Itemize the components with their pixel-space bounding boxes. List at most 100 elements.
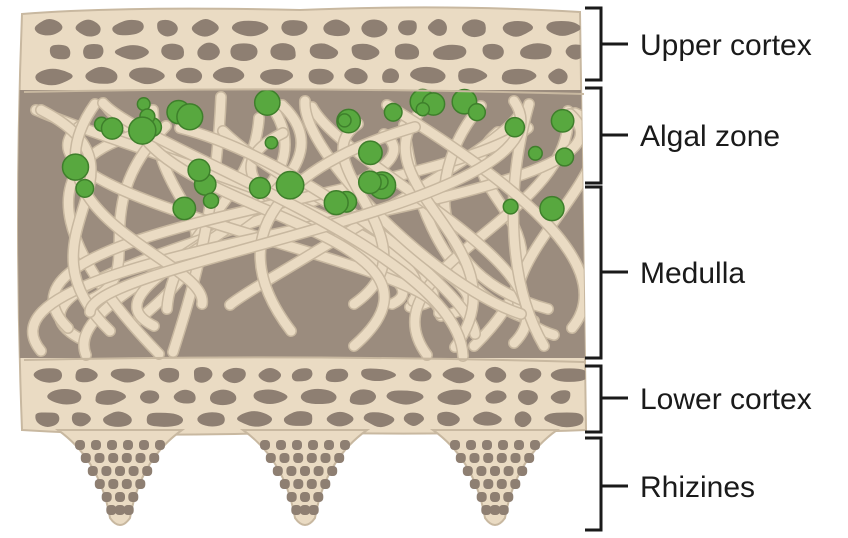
rhizine-cell: [511, 453, 521, 463]
bracket-medulla: Medulla: [585, 187, 745, 358]
algal-cell: [529, 147, 543, 161]
rhizine-cell: [122, 479, 132, 489]
rhizine-cell: [524, 453, 534, 463]
algal-cell: [204, 193, 219, 208]
rhizine-cell: [514, 440, 524, 450]
rhizine-cell: [124, 505, 134, 515]
algal-cell: [177, 104, 203, 130]
rhizine-cell: [108, 453, 118, 463]
lower-cortex-cell: [147, 413, 183, 427]
algal-cell: [76, 180, 94, 198]
rhizine-cell: [115, 492, 125, 502]
rhizine-cell: [309, 505, 319, 515]
rhizine: [433, 430, 557, 525]
rhizine-cell: [530, 440, 540, 450]
algal-cell: [129, 117, 156, 144]
algal-cell: [188, 159, 210, 181]
rhizine-cell: [334, 453, 344, 463]
rhizine-cell: [123, 440, 133, 450]
bracket-upper-cortex: Upper cortex: [585, 8, 812, 80]
rhizine-cell: [499, 505, 509, 515]
algal-cell: [255, 90, 280, 115]
algal-cell: [503, 199, 518, 214]
algal-cell: [102, 118, 123, 139]
rhizine-cell: [139, 440, 149, 450]
rhizine-cell: [504, 466, 514, 476]
algal-cell: [63, 154, 89, 180]
label-upper-cortex: Upper cortex: [640, 29, 812, 62]
rhizine-cell: [115, 466, 125, 476]
label-medulla: Medulla: [640, 257, 745, 290]
rhizine-cell: [91, 440, 101, 450]
label-algal-zone: Algal zone: [640, 120, 780, 153]
algal-cell: [384, 104, 402, 122]
algal-cell: [505, 118, 524, 137]
rhizine-cell: [307, 453, 317, 463]
rhizine-cell: [466, 440, 476, 450]
rhizine-cell: [102, 492, 112, 502]
rhizine-cell: [300, 466, 310, 476]
rhizine-cell: [149, 453, 159, 463]
rhizine-cell: [286, 466, 296, 476]
upper-cortex-cell: [230, 43, 257, 61]
rhizine-cell: [280, 453, 290, 463]
rhizine-cell: [260, 440, 270, 450]
rhizine-cell: [308, 440, 318, 450]
label-rhizines: Rhizines: [640, 471, 755, 504]
algal-cell: [250, 178, 271, 199]
rhizine-cell: [115, 505, 125, 515]
algal-cell: [324, 191, 348, 215]
rhizine-cell: [136, 453, 146, 463]
rhizine-cell: [503, 492, 513, 502]
algal-cell: [338, 114, 351, 127]
rhizine-cell: [481, 505, 491, 515]
algal-cell: [551, 110, 573, 132]
algal-cell: [173, 197, 195, 219]
rhizine-cell: [155, 440, 165, 450]
algal-cell: [469, 104, 486, 121]
lichen-thallus: [16, 7, 601, 434]
rhizine-cell: [463, 466, 473, 476]
bracket-lower-cortex: Lower cortex: [585, 366, 812, 432]
rhizine-cell: [266, 453, 276, 463]
rhizine-cell: [101, 466, 111, 476]
rhizine-cell: [340, 440, 350, 450]
label-lower-cortex: Lower cortex: [640, 383, 812, 416]
rhizine-cell: [276, 440, 286, 450]
upper-cortex-cell: [50, 45, 70, 59]
rhizine-cell: [142, 466, 152, 476]
upper-cortex-cell: [270, 43, 295, 60]
rhizine-cell: [498, 440, 508, 450]
layer-labels: Upper cortex Algal zone Medulla Lower co…: [585, 8, 812, 530]
algal-cell: [416, 103, 429, 116]
algal-cell: [359, 141, 382, 164]
rhizine-cell: [470, 453, 480, 463]
bracket-rhizines: Rhizines: [585, 438, 755, 530]
rhizine-cell: [321, 453, 331, 463]
rhizine-cell: [476, 466, 486, 476]
rhizine-cell: [320, 479, 330, 489]
rhizine: [243, 430, 367, 525]
rhizine-cell: [106, 505, 116, 515]
rhizine-cell: [300, 505, 310, 515]
rhizine-cell: [456, 453, 466, 463]
rhizine-cell: [307, 479, 317, 489]
rhizine-cell: [314, 466, 324, 476]
rhizine-cell: [287, 492, 297, 502]
rhizine-cell: [75, 440, 85, 450]
algal-cell: [276, 172, 303, 199]
rhizine-cell: [497, 453, 507, 463]
rhizine-cell: [327, 466, 337, 476]
rhizine-cell: [450, 440, 460, 450]
rhizine-cell: [300, 492, 310, 502]
lower-cortex-cell: [551, 368, 588, 382]
rhizine-cell: [280, 479, 290, 489]
rhizine-cell: [497, 479, 507, 489]
rhizine-cell: [107, 440, 117, 450]
rhizine-cell: [88, 466, 98, 476]
algal-cell: [359, 171, 381, 193]
rhizine-cell: [293, 453, 303, 463]
upper-cortex-cell: [83, 44, 103, 59]
rhizine-cell: [273, 466, 283, 476]
